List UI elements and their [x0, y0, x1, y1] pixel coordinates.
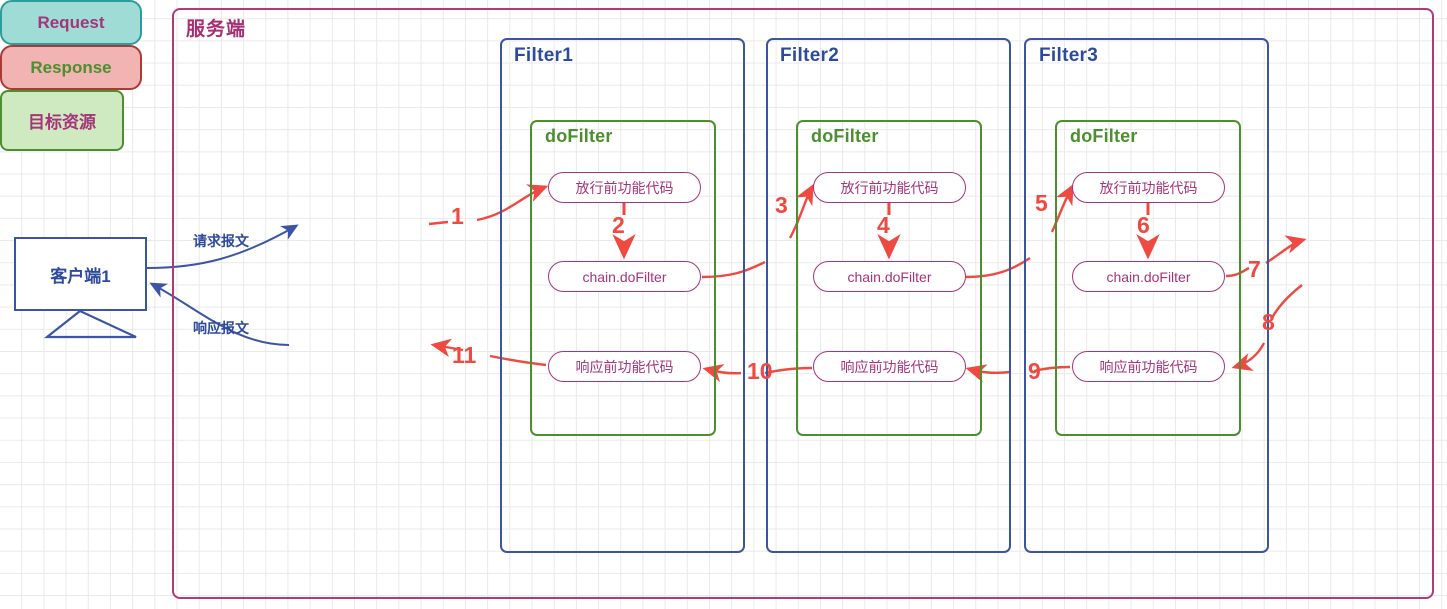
dofilter-title-3: doFilter — [1070, 126, 1138, 146]
filter-title-3: Filter3 — [1039, 45, 1099, 66]
server-title: 服务端 — [186, 19, 247, 40]
response-node[interactable]: Response — [0, 45, 142, 90]
step-number-10: 10 — [747, 358, 773, 384]
chain-dofilter-pill-1[interactable]: chain.doFilter — [548, 261, 701, 292]
request-label: Request — [37, 12, 105, 32]
edge-label-request: 请求报文 — [193, 233, 249, 249]
post-code-pill-1[interactable]: 响应前功能代码 — [548, 351, 701, 382]
dofilter-container-2 — [796, 120, 982, 436]
pre-code-pill-3[interactable]: 放行前功能代码 — [1072, 172, 1225, 203]
step-number-11: 11 — [452, 342, 477, 368]
server-container — [172, 8, 1434, 599]
pre-code-pill-2[interactable]: 放行前功能代码 — [813, 172, 966, 203]
filter-title-1: Filter1 — [514, 45, 574, 66]
chain-dofilter-label-1: chain.doFilter — [582, 268, 667, 285]
pre-code-label-3: 放行前功能代码 — [1099, 179, 1198, 196]
filter-container-3 — [1024, 38, 1269, 553]
post-code-label-3: 响应前功能代码 — [1099, 358, 1198, 375]
request-node[interactable]: Request — [0, 0, 142, 45]
step-number-1: 1 — [451, 203, 464, 229]
step-number-9: 9 — [1028, 358, 1041, 384]
dofilter-container-1 — [530, 120, 716, 436]
filter-title-2: Filter2 — [780, 45, 840, 66]
edge-label-response: 响应报文 — [193, 320, 249, 336]
chain-dofilter-pill-2[interactable]: chain.doFilter — [813, 261, 966, 292]
step-number-4: 4 — [877, 212, 890, 238]
pre-code-label-1: 放行前功能代码 — [575, 179, 674, 196]
target-resource-label: 目标资源 — [28, 113, 96, 132]
step-number-2: 2 — [612, 212, 625, 238]
target-resource-node[interactable]: 目标资源 — [0, 90, 124, 151]
dofilter-title-1: doFilter — [545, 126, 613, 146]
chain-dofilter-pill-3[interactable]: chain.doFilter — [1072, 261, 1225, 292]
step-number-8: 8 — [1262, 309, 1275, 335]
dofilter-container-3 — [1055, 120, 1241, 436]
pre-code-label-2: 放行前功能代码 — [840, 179, 939, 196]
step-number-7: 7 — [1248, 256, 1261, 282]
response-label: Response — [30, 57, 112, 77]
client-label: 客户端1 — [50, 266, 111, 286]
post-code-pill-2[interactable]: 响应前功能代码 — [813, 351, 966, 382]
post-code-pill-3[interactable]: 响应前功能代码 — [1072, 351, 1225, 382]
chain-dofilter-label-3: chain.doFilter — [1106, 268, 1191, 285]
post-code-label-1: 响应前功能代码 — [575, 358, 674, 375]
pre-code-pill-1[interactable]: 放行前功能代码 — [548, 172, 701, 203]
dofilter-title-2: doFilter — [811, 126, 879, 146]
chain-dofilter-label-2: chain.doFilter — [847, 268, 932, 285]
filter-container-1 — [500, 38, 745, 553]
client-node[interactable]: 客户端1 — [14, 237, 147, 311]
post-code-label-2: 响应前功能代码 — [840, 358, 939, 375]
filter-container-2 — [766, 38, 1011, 553]
step-number-6: 6 — [1137, 212, 1150, 238]
step-number-3: 3 — [775, 192, 788, 218]
step-number-5: 5 — [1035, 190, 1048, 216]
